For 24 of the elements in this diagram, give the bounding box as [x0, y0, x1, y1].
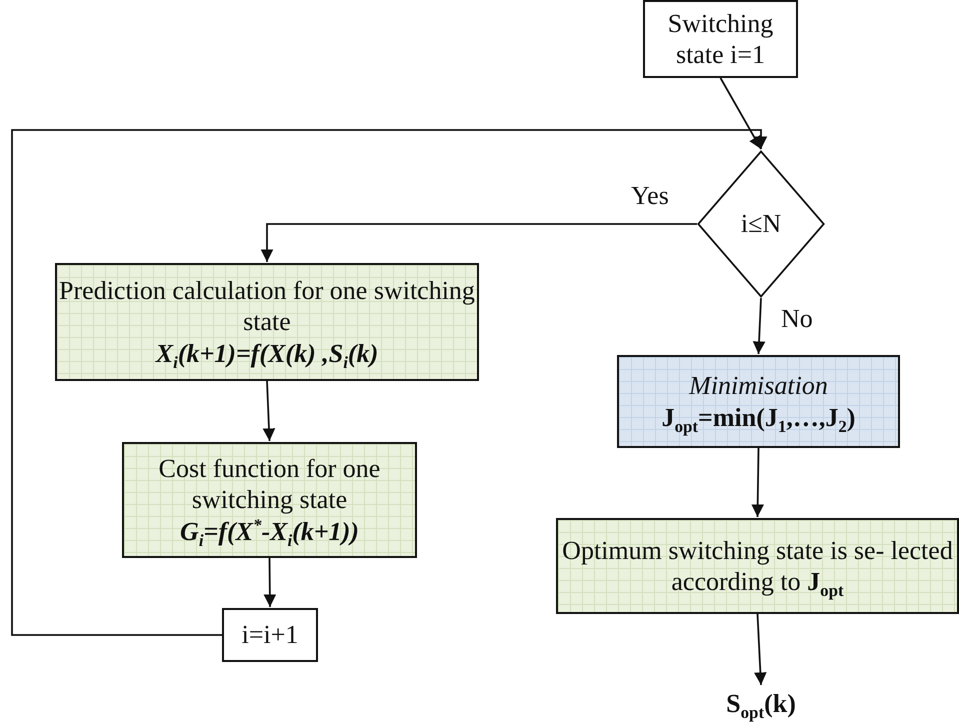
node-text: Prediction calculation for one switching state	[58, 275, 476, 338]
formula-text: G$_{i}$=f(X$^{*}$-X$_{i}$(k+1))	[179, 516, 360, 547]
node-text: i≤N	[740, 208, 782, 240]
node-text: Switching state i=1	[666, 8, 774, 70]
process-box	[617, 355, 900, 448]
process-box	[222, 608, 318, 662]
arrow	[720, 78, 762, 150]
process-box	[55, 263, 479, 381]
arrow	[262, 380, 276, 442]
process-box	[556, 518, 959, 614]
arrow	[11, 129, 768, 636]
node-text: i=i+1	[240, 619, 300, 651]
process-box	[122, 442, 417, 558]
arrow	[751, 448, 764, 518]
arrow	[754, 614, 767, 686]
arrow	[264, 558, 276, 607]
formula-text: X$_{i}$(k+1)=f(X(k) ,S$_{i}$(k)	[154, 338, 380, 369]
node-text: Optimum switching state is se- lected according to J$_{opt}$	[561, 534, 954, 598]
start-box	[643, 0, 798, 78]
node-text: Cost function for one switching state	[158, 453, 382, 516]
output-label: S$_{opt}$(k)	[725, 688, 797, 720]
node-text: Minimisation	[688, 370, 829, 402]
arrow	[260, 223, 697, 262]
arrow	[752, 298, 766, 354]
